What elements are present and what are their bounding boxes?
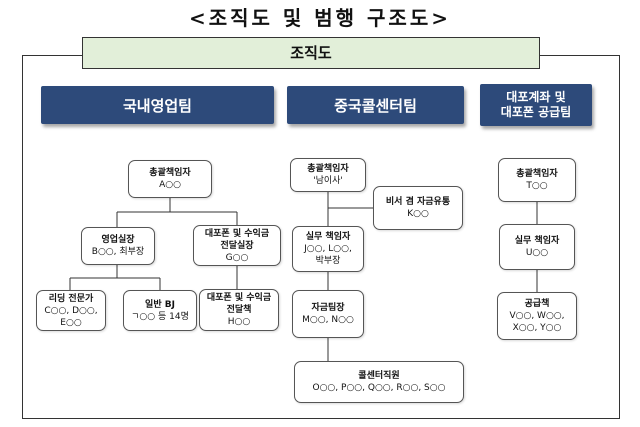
- team-china-callcenter: 중국콜센터팀: [287, 86, 464, 124]
- node-cn-head: 총괄책임자'남이사': [290, 158, 366, 192]
- team-domestic-sales: 국내영업팀: [41, 86, 274, 124]
- org-chart-label: 조직도: [82, 37, 540, 69]
- team-account-phone-supply: 대포계좌 및 대포폰 공급팀: [480, 84, 592, 126]
- page-title: <조직도 및 범행 구조도>: [188, 6, 451, 30]
